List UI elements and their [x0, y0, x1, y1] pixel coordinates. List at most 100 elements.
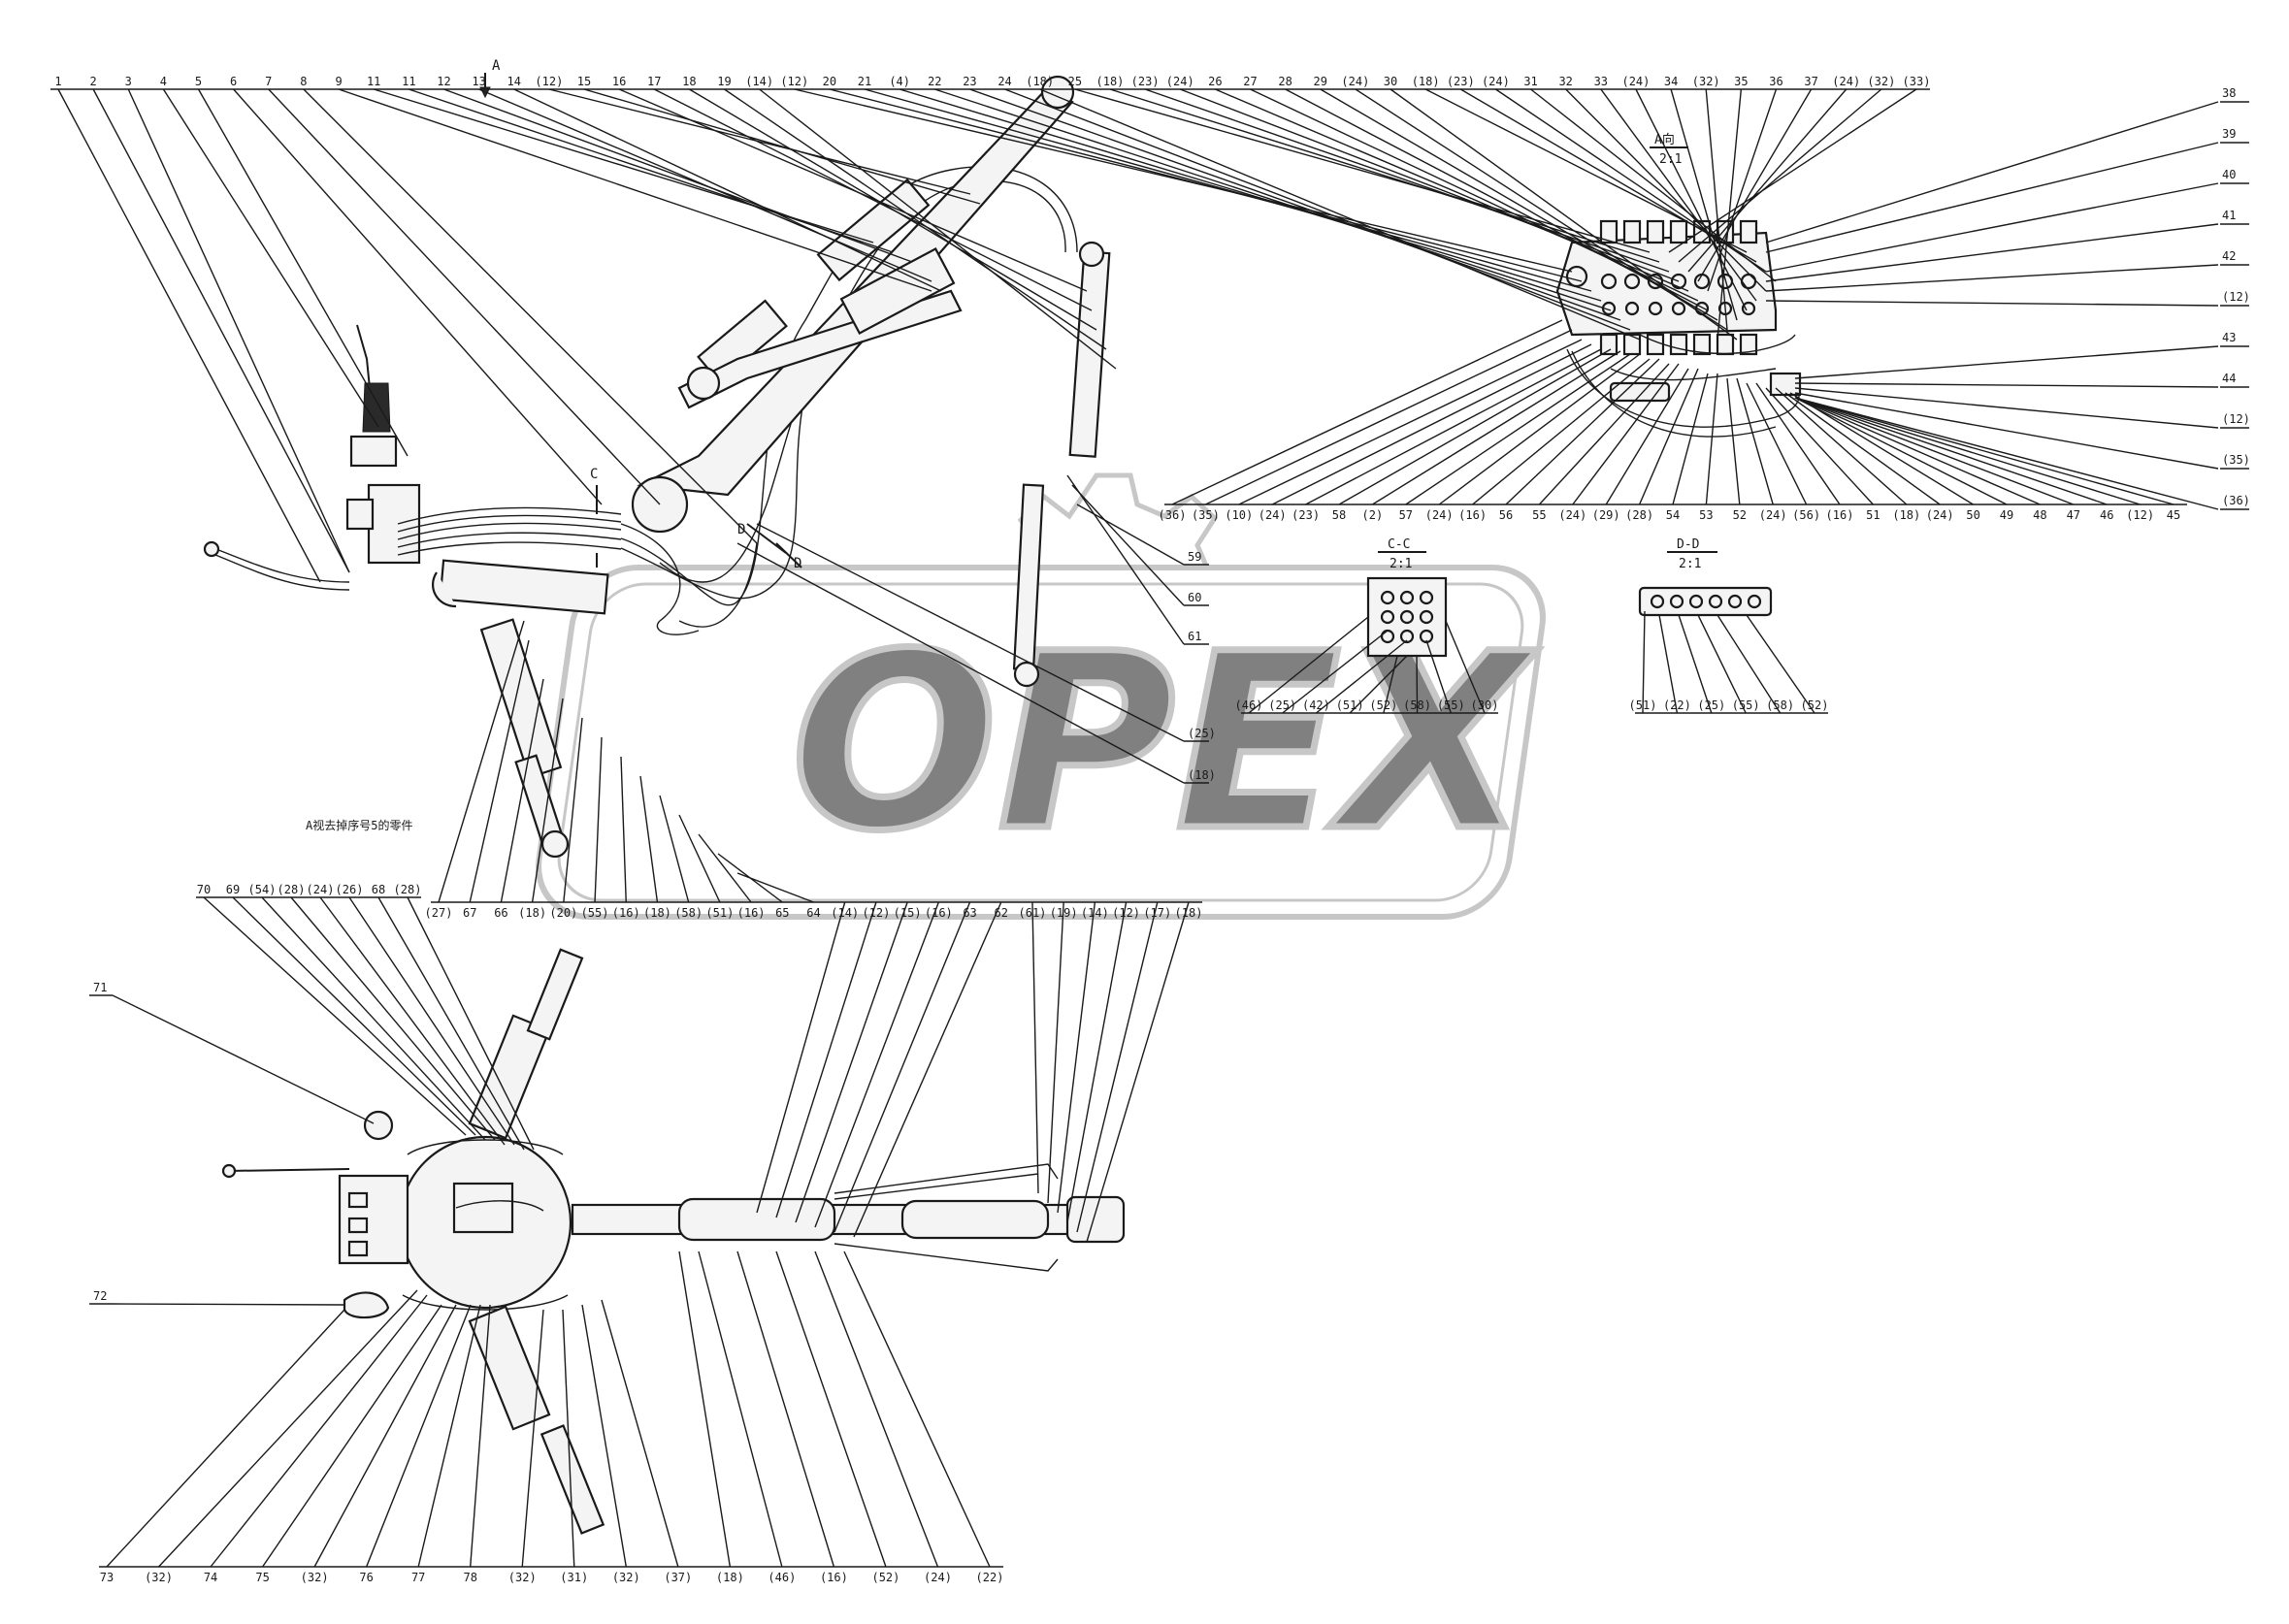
valve-spool-bottom: [1622, 333, 1642, 356]
callout-bottom-11: (37): [664, 1571, 692, 1584]
callout-valve-bottom-2: (10): [1225, 508, 1253, 522]
callout-bottom-3: 75: [255, 1571, 269, 1584]
section-cc-hole: [1419, 609, 1434, 625]
callout-section-cc-6: (55): [1437, 698, 1465, 712]
callout-top-2: 3: [125, 75, 132, 88]
view-arrow-a-label: A: [492, 58, 501, 74]
callout-top-42: 31: [1523, 75, 1537, 88]
callout-bottom-4: (32): [301, 1571, 329, 1584]
callout-section-dd-1: (22): [1663, 698, 1691, 712]
callout-top-51: (24): [1832, 75, 1860, 88]
callout-mid-row-6: (16): [612, 906, 640, 920]
callout-lower-top-3: (28): [278, 883, 306, 896]
callout-section-dd-3: (55): [1732, 698, 1760, 712]
valve-spool-bottom: [1599, 333, 1619, 356]
callout-right-1: 39: [2222, 127, 2236, 141]
callout-bottom-9: (31): [560, 1571, 588, 1584]
valve-spool-bottom: [1646, 333, 1665, 356]
callout-valve-bottom-15: 54: [1666, 508, 1680, 522]
callout-mid-row-1: 67: [463, 906, 476, 920]
callout-top-46: 34: [1664, 75, 1678, 88]
callout-bottom-17: (22): [976, 1571, 1004, 1584]
callout-valve-bottom-20: (16): [1826, 508, 1854, 522]
callout-valve-bottom-24: 50: [1966, 508, 1979, 522]
callout-top-40: (23): [1447, 75, 1475, 88]
callout-valve-bottom-30: 45: [2167, 508, 2180, 522]
valve-spool-bottom: [1716, 333, 1735, 356]
callout-top-6: 7: [265, 75, 272, 88]
callout-top-43: 32: [1558, 75, 1572, 88]
callout-lower-top-1: 69: [226, 883, 240, 896]
valve-port: [1693, 273, 1711, 290]
callout-valve-bottom-14: (28): [1625, 508, 1653, 522]
callout-top-22: 20: [823, 75, 836, 88]
valve-port: [1624, 301, 1640, 316]
valve-spool-bottom: [1669, 333, 1688, 356]
callout-right-4: 42: [2222, 249, 2236, 263]
callout-section-cc-3: (51): [1336, 698, 1364, 712]
callout-bottom-13: (46): [768, 1571, 796, 1584]
callout-valve-bottom-13: (29): [1592, 508, 1620, 522]
callout-valve-bottom-21: 51: [1866, 508, 1880, 522]
callout-top-24: (4): [889, 75, 910, 88]
callout-top-21: (12): [780, 75, 808, 88]
callout-top-20: (14): [745, 75, 773, 88]
callout-valve-bottom-9: (16): [1458, 508, 1487, 522]
callout-valve-bottom-25: 49: [2000, 508, 2013, 522]
callout-valve-bottom-19: (56): [1792, 508, 1820, 522]
callout-top-48: 35: [1734, 75, 1748, 88]
callout-mid-1: 60: [1188, 591, 1201, 604]
callout-top-1: 2: [90, 75, 97, 88]
callout-valve-bottom-22: (18): [1892, 508, 1920, 522]
callout-mid-0: 59: [1188, 550, 1201, 564]
callout-bottom-6: 77: [411, 1571, 425, 1584]
callout-valve-bottom-1: (35): [1192, 508, 1220, 522]
callout-top-50: 37: [1804, 75, 1817, 88]
callout-top-0: 1: [54, 75, 61, 88]
callout-top-36: 29: [1314, 75, 1327, 88]
valve-spools: [1565, 219, 1758, 356]
callout-top-37: (24): [1341, 75, 1369, 88]
callout-right-2: 40: [2222, 168, 2236, 181]
callout-section-dd-4: (58): [1766, 698, 1794, 712]
callout-top-8: 9: [335, 75, 342, 88]
callout-top-9: 11: [367, 75, 380, 88]
callout-valve-bottom-0: (36): [1159, 508, 1187, 522]
callout-top-32: (24): [1166, 75, 1194, 88]
section-dd-holes: [1650, 594, 1762, 609]
callout-top-33: 26: [1208, 75, 1222, 88]
callout-mid-4: (18): [1188, 768, 1216, 782]
callout-mid-row-23: (17): [1143, 906, 1171, 920]
callout-bottom-10: (32): [612, 1571, 640, 1584]
callout-bottom-1: (32): [145, 1571, 173, 1584]
callout-top-13: 14: [507, 75, 520, 88]
valve-port: [1648, 301, 1663, 316]
callout-mid-2: 61: [1188, 630, 1201, 643]
boom-arm: [631, 75, 1075, 534]
callout-top-15: 15: [577, 75, 591, 88]
callout-top-39: (18): [1412, 75, 1440, 88]
watermark-text: OPEX: [791, 601, 1538, 884]
callout-top-18: 18: [682, 75, 696, 88]
section-cc-scale: 2:1: [1390, 557, 1412, 571]
callout-mid-row-15: (15): [894, 906, 922, 920]
callout-lower-top-7: (28): [394, 883, 422, 896]
callout-top-41: (24): [1482, 75, 1510, 88]
section-dd-hole: [1747, 594, 1762, 609]
section-dd-hole: [1708, 594, 1723, 609]
callout-valve-bottom-28: 46: [2100, 508, 2113, 522]
callout-valve-bottom-7: 57: [1399, 508, 1413, 522]
valve-port: [1623, 273, 1641, 290]
callout-top-35: 28: [1278, 75, 1292, 88]
valve-inlet: [1565, 265, 1588, 288]
section-dd-scale: 2:1: [1679, 557, 1701, 571]
callout-mid-row-4: (20): [549, 906, 577, 920]
section-cc: C-C 2:1: [1366, 537, 1448, 658]
callout-mid-row-0: (27): [425, 906, 453, 920]
